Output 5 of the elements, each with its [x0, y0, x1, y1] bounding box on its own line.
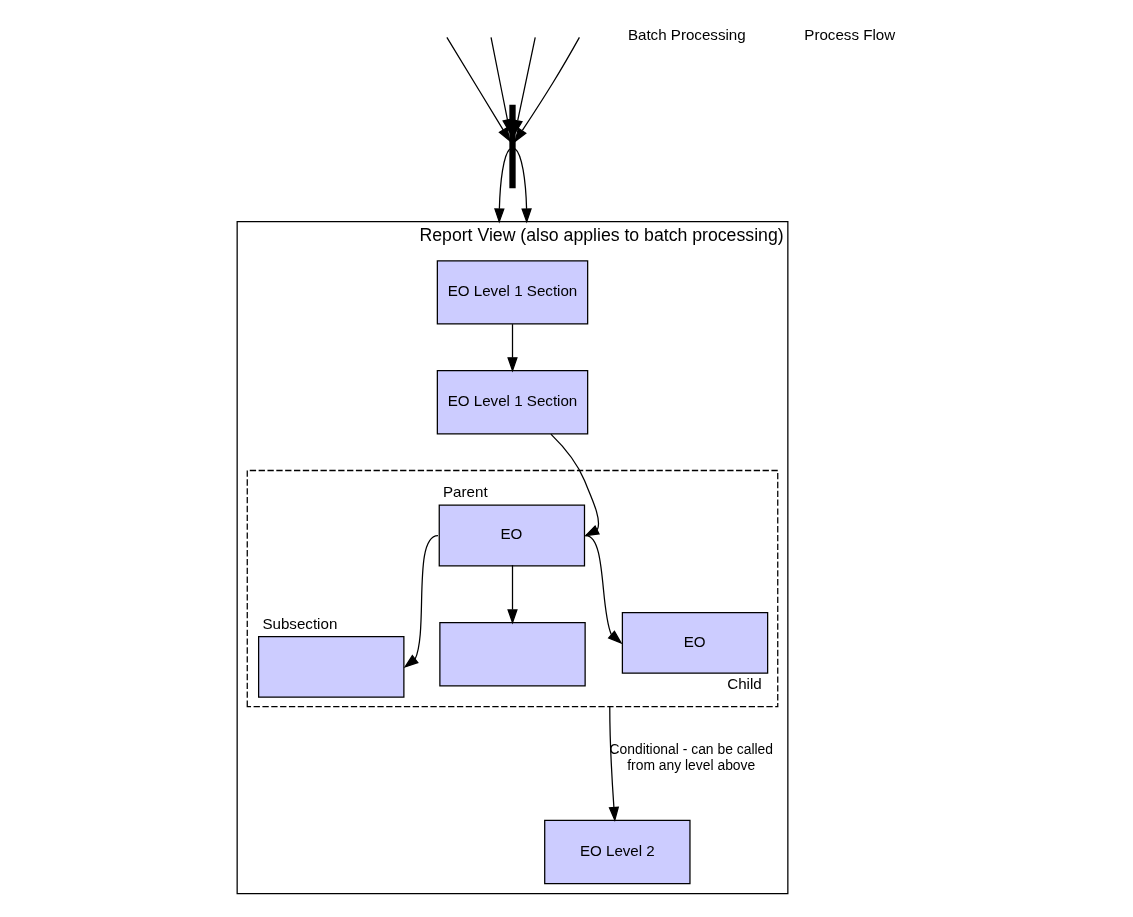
node-label: Subsection	[262, 614, 338, 632]
node-label: Child	[727, 675, 762, 693]
label: Batch Processing	[627, 25, 746, 43]
label: Process Flow	[804, 25, 896, 43]
node-label: Parent	[443, 483, 488, 501]
